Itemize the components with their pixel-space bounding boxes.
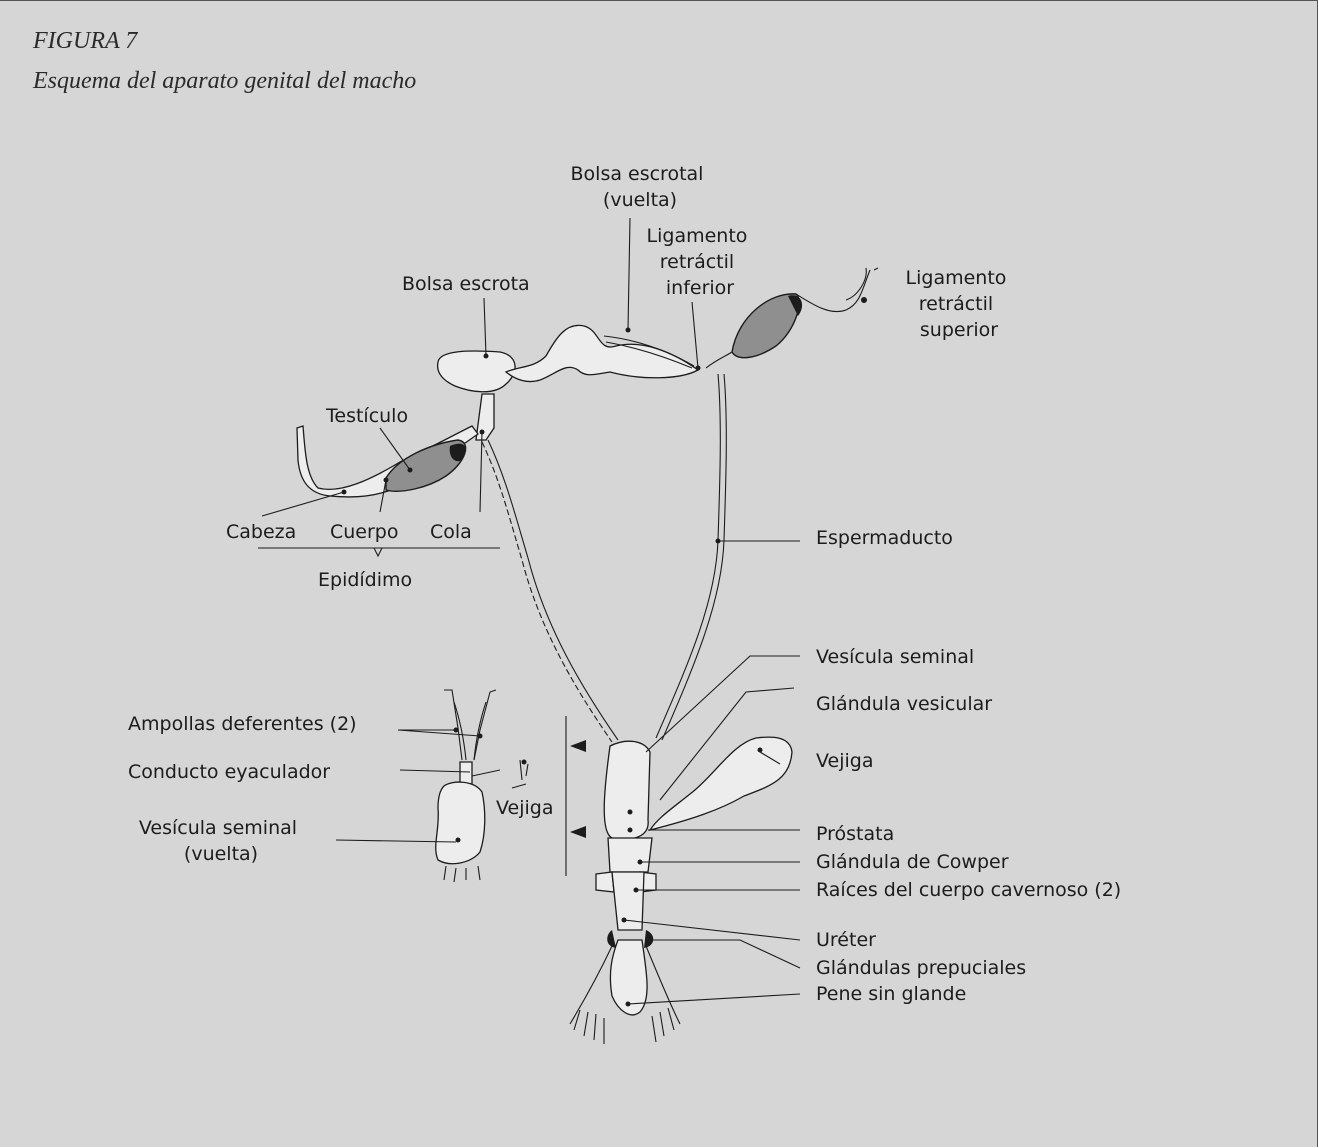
label-ligamento-inferior: Ligamento retráctil inferior — [647, 225, 754, 299]
label-epididimo: Epidídimo — [318, 569, 412, 591]
spermaduct-right — [656, 374, 720, 738]
label-glandula-cowper: Glándula de Cowper — [816, 851, 1009, 873]
label-vejiga-right: Vejiga — [816, 750, 873, 772]
label-cabeza: Cabeza — [226, 521, 296, 543]
label-espermaducto: Espermaducto — [816, 527, 953, 549]
label-vejiga-left: Vejiga — [496, 797, 553, 819]
label-ureter: Uréter — [816, 929, 876, 951]
label-prostata: Próstata — [816, 823, 894, 845]
leader-lines — [258, 218, 800, 1007]
label-ligamento-superior: Ligamento retráctil superior — [906, 267, 1013, 341]
label-cola: Cola — [430, 521, 472, 543]
label-testiculo: Testículo — [325, 405, 408, 427]
scrotal-pouch-left — [438, 351, 515, 392]
spermaduct-left — [482, 442, 612, 742]
label-ampollas: Ampollas deferentes (2) — [128, 713, 357, 735]
label-glandulas-prepuciales: Glándulas prepuciales — [816, 957, 1026, 979]
label-bolsa-escrota: Bolsa escrota — [402, 273, 530, 295]
bladder — [650, 737, 792, 830]
label-conducto: Conducto eyaculador — [128, 761, 330, 783]
label-raices: Raíces del cuerpo cavernoso (2) — [816, 879, 1121, 901]
label-vesicula-vuelta: Vesícula seminal (vuelta) — [139, 817, 303, 865]
label-bolsa-escrotal-vuelta: Bolsa escrotal (vuelta) — [571, 163, 710, 211]
label-cuerpo: Cuerpo — [330, 521, 399, 543]
vesicular-gland — [604, 741, 650, 839]
testis-right — [732, 294, 799, 358]
label-pene: Pene sin glande — [816, 983, 966, 1005]
label-vesicula-seminal: Vesícula seminal — [816, 646, 974, 668]
inset-turned-vesicle — [436, 690, 528, 882]
label-glandula-vesicular: Glándula vesicular — [816, 693, 992, 715]
